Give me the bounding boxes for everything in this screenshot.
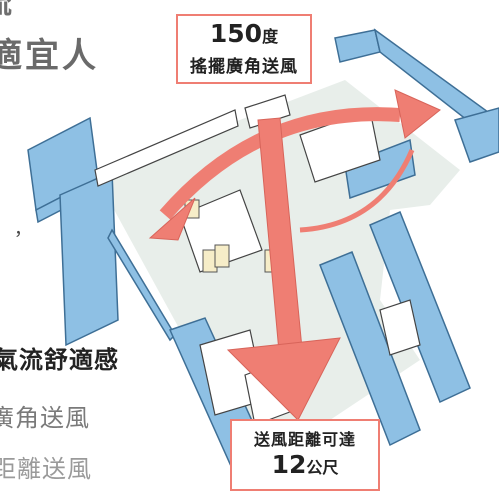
bold-line-fragment: 氣流舒適感 <box>0 346 119 374</box>
right-arrowhead <box>394 89 441 139</box>
angle-unit: 度 <box>262 27 279 46</box>
airflow-arrows <box>148 89 441 421</box>
angle-value: 150 <box>209 19 263 48</box>
distance-label: 送風距離可達 12公尺 <box>230 419 380 491</box>
sweep-angle-label: 150度 搖擺廣角送風 <box>176 14 312 84</box>
text-line-a: 廣角送風 <box>0 404 90 432</box>
distance-caption: 送風距離可達 <box>253 430 356 449</box>
angle-caption: 搖擺廣角送風 <box>190 57 298 77</box>
text-line-b: 距離送風 <box>0 455 92 483</box>
heading-fragment-top: 流 <box>0 0 14 22</box>
distance-value-line: 12公尺 <box>232 450 378 483</box>
chairs <box>184 199 280 273</box>
left-arrowhead <box>148 197 196 241</box>
angle-value-line: 150度 <box>178 19 310 52</box>
heading-fragment-line2: 適宜人 <box>0 36 99 76</box>
distance-value: 12 <box>271 450 307 479</box>
distance-unit: 公尺 <box>306 458 339 477</box>
comma-fragment: ， <box>14 219 32 240</box>
down-arrowhead <box>226 337 341 421</box>
